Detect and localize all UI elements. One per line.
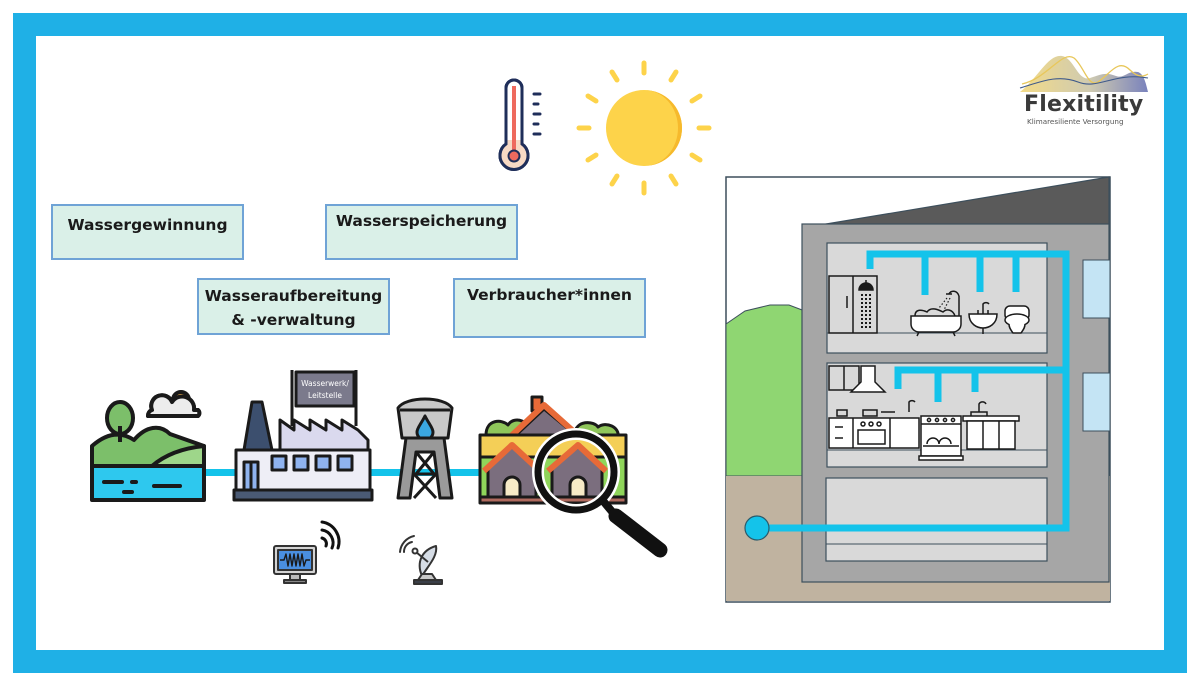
room-basement: [825, 477, 1048, 562]
window-upper: [1082, 259, 1111, 319]
waterworks-sign-line2: Leitstelle: [308, 391, 342, 400]
magnifying-glass-icon: [532, 428, 668, 558]
stage-box-wassergewinnung: Wassergewinnung: [51, 204, 244, 260]
sink-icon: [968, 301, 998, 334]
stage-label-line1: Wasseraufbereitung: [204, 287, 383, 305]
sun-icon: [576, 60, 712, 196]
kitchen-sink-cabinet: [962, 401, 1020, 450]
water-source-landscape-icon: [90, 390, 206, 502]
room-bathroom: [826, 242, 1048, 354]
window-lower: [1082, 372, 1111, 432]
waterworks-factory-icon: Wasserwerk/ Leitstelle: [232, 370, 374, 502]
monitor-signal-icon: [273, 520, 341, 584]
thermometer-icon: [498, 78, 542, 171]
stage-box-wasserspeicherung: Wasserspeicherung: [325, 204, 518, 260]
toilet-icon: [1004, 305, 1030, 334]
stage-box-wasseraufbereitung: Wasseraufbereitung & -verwaltung: [197, 278, 390, 335]
shower-icon: [828, 275, 878, 334]
satellite-dish-icon: [399, 535, 443, 585]
building-cross-section: [725, 176, 1111, 603]
dishwasher-icon: [918, 415, 964, 461]
flexitility-logo-waves: [1019, 55, 1149, 92]
stage-label: Verbraucher*innen: [467, 286, 632, 304]
stage-label: Wassergewinnung: [67, 216, 228, 234]
stage-label-line2: & -verwaltung: [231, 311, 356, 329]
logo-title: Flexitility: [1024, 92, 1144, 117]
waterworks-sign-line1: Wasserwerk/: [301, 379, 349, 388]
logo-subtitle: Klimaresiliente Versorgung: [1027, 117, 1124, 126]
water-meter-connection: [744, 515, 770, 541]
bathtub-icon: [910, 290, 962, 337]
water-tower-icon: [396, 397, 454, 500]
stage-box-verbraucher: Verbraucher*innen: [453, 278, 646, 338]
stage-label: Wasserspeicherung: [335, 212, 508, 230]
house-water-pipes: [755, 250, 1070, 532]
kitchen-icon: [828, 365, 920, 449]
